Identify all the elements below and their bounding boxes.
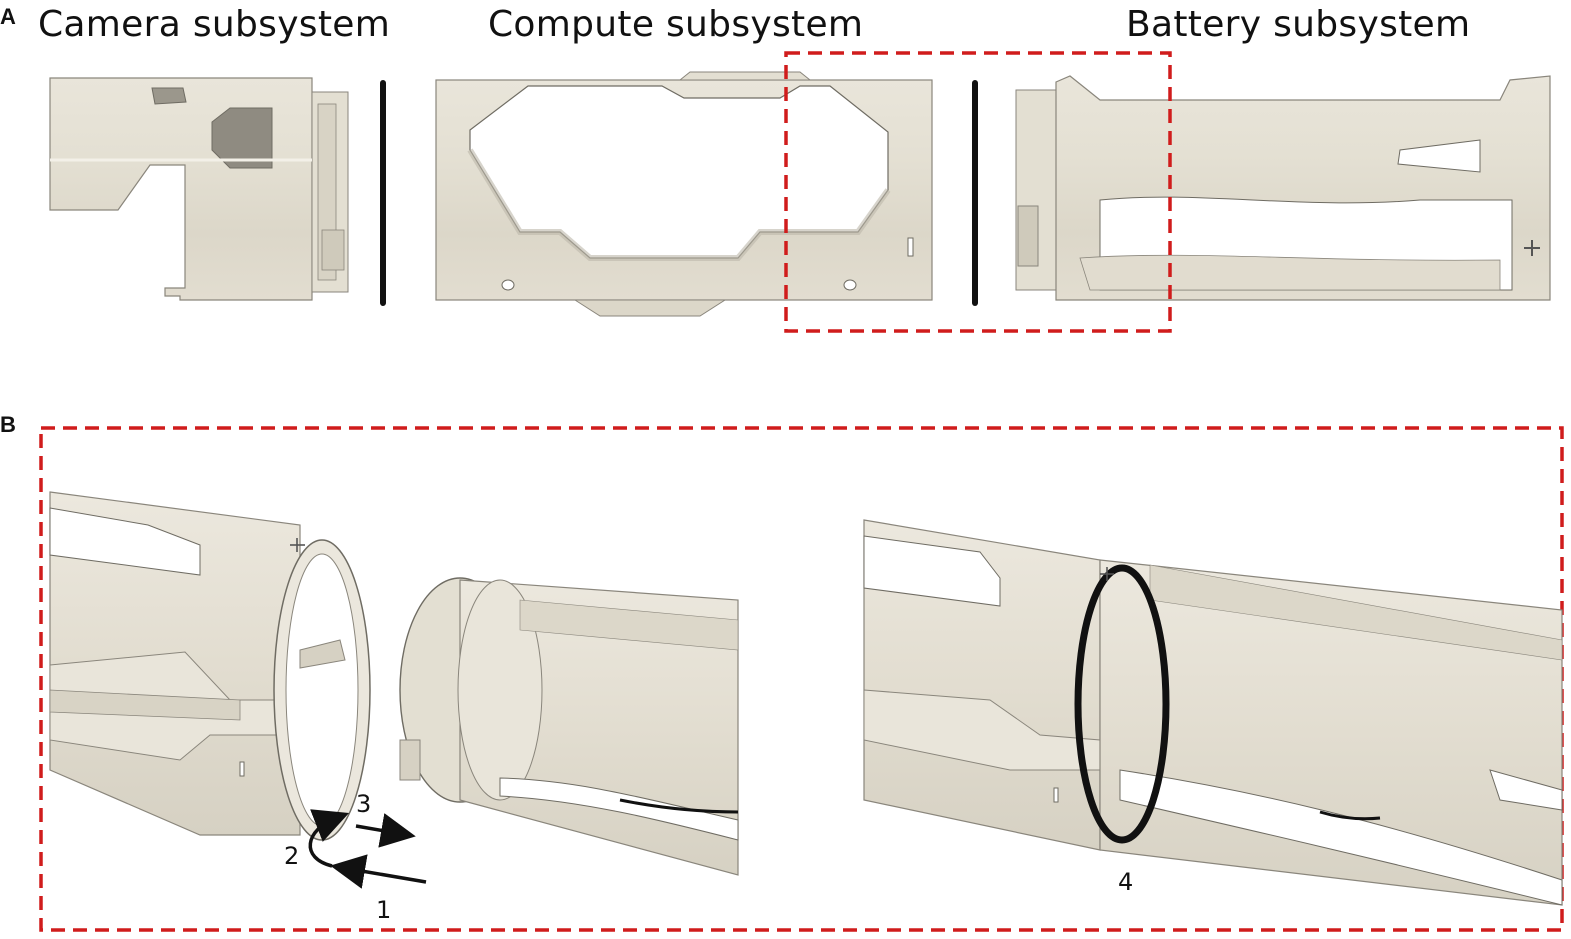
compute-subsystem-part bbox=[435, 71, 933, 317]
battery-end-exploded bbox=[399, 577, 739, 876]
battery-subsystem-title: Battery subsystem bbox=[1126, 4, 1471, 45]
camera-subsystem-title: Camera subsystem bbox=[38, 4, 391, 45]
compute-subsystem-title: Compute subsystem bbox=[488, 4, 864, 45]
step-1-label: 1 bbox=[376, 896, 392, 924]
arrow-step-3 bbox=[355, 813, 416, 848]
compute-end-exploded bbox=[49, 491, 371, 841]
oring-right bbox=[972, 80, 978, 306]
step-3-label: 3 bbox=[356, 790, 372, 818]
camera-subsystem-part bbox=[49, 77, 349, 301]
oring-left bbox=[380, 80, 386, 306]
step-2-label: 2 bbox=[284, 842, 300, 870]
assembled-joint bbox=[863, 519, 1563, 906]
panel-b-letter: B bbox=[0, 412, 16, 437]
arrow-step-1 bbox=[330, 854, 427, 889]
assembly-arrows bbox=[308, 809, 427, 889]
oring-installed bbox=[1074, 564, 1170, 844]
battery-subsystem-part bbox=[1015, 75, 1551, 301]
arrow-step-2 bbox=[308, 809, 350, 868]
panel-a-letter: A bbox=[0, 4, 16, 29]
step-4-label: 4 bbox=[1118, 868, 1134, 896]
